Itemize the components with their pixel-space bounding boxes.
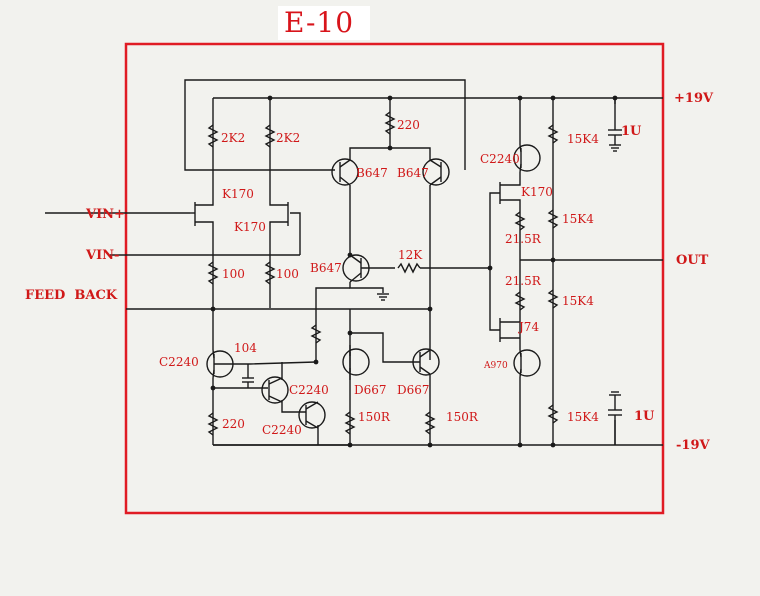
- label-b647-mid: B647: [310, 261, 342, 275]
- label-b647-right: B647: [397, 166, 429, 180]
- label-r-15k4-3: 15K4: [562, 294, 594, 308]
- label-r-21-5r-bottom: 21.5R: [505, 274, 542, 288]
- jfet-k170-left: [190, 200, 214, 228]
- label-r-2k2-left: 2K2: [221, 131, 245, 145]
- resistor-220-top: [384, 111, 396, 135]
- label-k170-left: K170: [222, 187, 254, 201]
- resistor-21-5r-top: [514, 211, 526, 231]
- junction-dots: [210, 95, 618, 448]
- jfet-k170-right: [269, 200, 289, 228]
- label-r-21-5r-top: 21.5R: [505, 232, 542, 246]
- transistor-c2240-out: [513, 144, 541, 173]
- transistor-b647-right: [422, 158, 450, 186]
- rail-wires: [45, 97, 663, 446]
- resistor-15k4-3: [547, 289, 559, 309]
- label-c-104: 104: [234, 341, 257, 355]
- resistor-100-right: [264, 261, 276, 285]
- feedback-loop-wire: [184, 79, 466, 171]
- label-r-150-left: 150R: [358, 410, 391, 424]
- label-r-220-bottom: 220: [222, 417, 245, 431]
- output-stage-wires: [489, 98, 616, 445]
- resistor-2k2-left: [207, 124, 219, 148]
- label-j74: J74: [517, 320, 539, 334]
- label-r-12k: 12K: [398, 248, 423, 262]
- resistor-150r-right: [424, 411, 436, 435]
- transistor-c2240-bottom: [298, 401, 326, 429]
- label-c2240-out: C2240: [480, 152, 520, 166]
- transistor-d667-left: [342, 345, 370, 380]
- label-vin-minus: VIN-: [85, 248, 119, 263]
- label-r-15k4-2: 15K4: [562, 212, 594, 226]
- resistor-15k4-4: [547, 404, 559, 424]
- capacitor-1u-bottom: [608, 391, 622, 445]
- label-feedback: FEED BACK: [25, 288, 118, 303]
- label-a970: A970: [483, 361, 508, 371]
- label-d667-left: D667: [354, 383, 387, 397]
- resistor-220-bottom: [207, 412, 219, 436]
- resistor-15k4-2: [547, 209, 559, 229]
- mosfet-k170-out: [499, 180, 521, 205]
- transistor-b647-left: [331, 158, 359, 186]
- resistor-15k4-1: [547, 124, 559, 144]
- label-b647-left: B647: [356, 166, 388, 180]
- title-background: [278, 6, 370, 40]
- label-r-100-right: 100: [276, 267, 299, 281]
- label-r-100-left: 100: [222, 267, 245, 281]
- label-r-15k4-1: 15K4: [567, 132, 599, 146]
- label-r-150-right: 150R: [446, 410, 479, 424]
- resistor-feedback-link: [310, 324, 322, 344]
- resistor-12k: [397, 262, 421, 274]
- label-c2240-left: C2240: [159, 355, 199, 369]
- input-stage-wires: [212, 98, 301, 445]
- label-rail-neg: -19V: [676, 438, 710, 453]
- resistor-150r-left: [344, 411, 356, 435]
- transistor-a970: [513, 349, 541, 378]
- label-c2240-mid: C2240: [289, 383, 329, 397]
- resistor-2k2-right: [264, 124, 276, 148]
- label-r-2k2-right: 2K2: [276, 131, 300, 145]
- label-vin-plus: VIN+: [85, 207, 125, 222]
- board-border: [124, 42, 665, 515]
- resistor-100-left: [207, 261, 219, 285]
- bias-wires: [213, 361, 350, 446]
- label-c2240-bottom: C2240: [262, 423, 302, 437]
- resistor-21-5r-bottom: [514, 291, 526, 311]
- label-c-1u-top: 1U: [621, 124, 642, 139]
- mosfet-j74: [499, 318, 520, 342]
- label-out: OUT: [676, 253, 709, 268]
- capacitor-1u-top: [608, 98, 622, 152]
- label-k170-out: K170: [521, 185, 553, 199]
- label-r-220-top: 220: [397, 118, 420, 132]
- label-rail-pos: +19V: [674, 91, 714, 106]
- label-c-1u-bottom: 1U: [634, 409, 655, 424]
- label-r-15k4-4: 15K4: [567, 410, 599, 424]
- label-d667-right: D667: [397, 383, 430, 397]
- transistor-c2240-mid: [261, 376, 289, 404]
- schematic-title: E-10: [284, 6, 355, 39]
- label-k170-right: K170: [234, 220, 266, 234]
